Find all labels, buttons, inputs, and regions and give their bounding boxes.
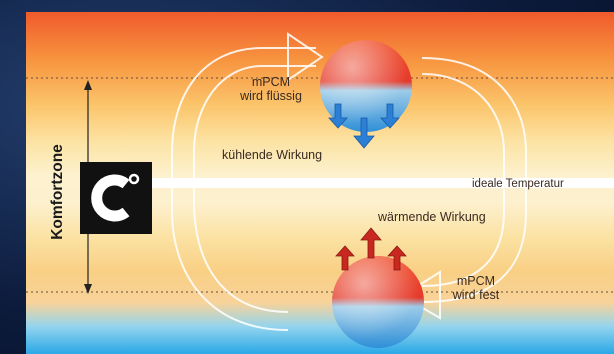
ideal-temperature-bar bbox=[126, 178, 614, 188]
span-arrow-up-icon bbox=[84, 80, 92, 90]
down-arrows-icon bbox=[328, 103, 400, 149]
up-arrows-icon bbox=[335, 227, 407, 271]
left-cycle-arc-outer bbox=[171, 47, 316, 331]
right-cycle-arc bbox=[421, 57, 527, 303]
ideal-temperature-label: ideale Temperatur bbox=[472, 178, 564, 190]
solidify-label: mPCM wird fest bbox=[452, 274, 500, 302]
left-cycle-arc bbox=[193, 65, 316, 313]
cooling-effect-label: kühlende Wirkung bbox=[222, 148, 323, 162]
comfort-zone-label: Komfortzone bbox=[49, 144, 66, 240]
melting-label: mPCM wird flüssig bbox=[240, 75, 302, 103]
span-arrow-down-icon bbox=[84, 284, 92, 294]
temperature-panel: Komfortzone mPCM wird flüssig kühlende W… bbox=[26, 12, 614, 354]
celsius-icon bbox=[80, 162, 152, 234]
right-cycle-arc-inner bbox=[421, 73, 505, 287]
warming-effect-label: wärmende Wirkung bbox=[378, 210, 486, 224]
cycle-arrow-right-icon bbox=[287, 32, 324, 82]
diagram-graphics bbox=[26, 32, 614, 348]
cycle-arrows bbox=[171, 32, 527, 331]
bottom-sphere bbox=[332, 256, 424, 348]
